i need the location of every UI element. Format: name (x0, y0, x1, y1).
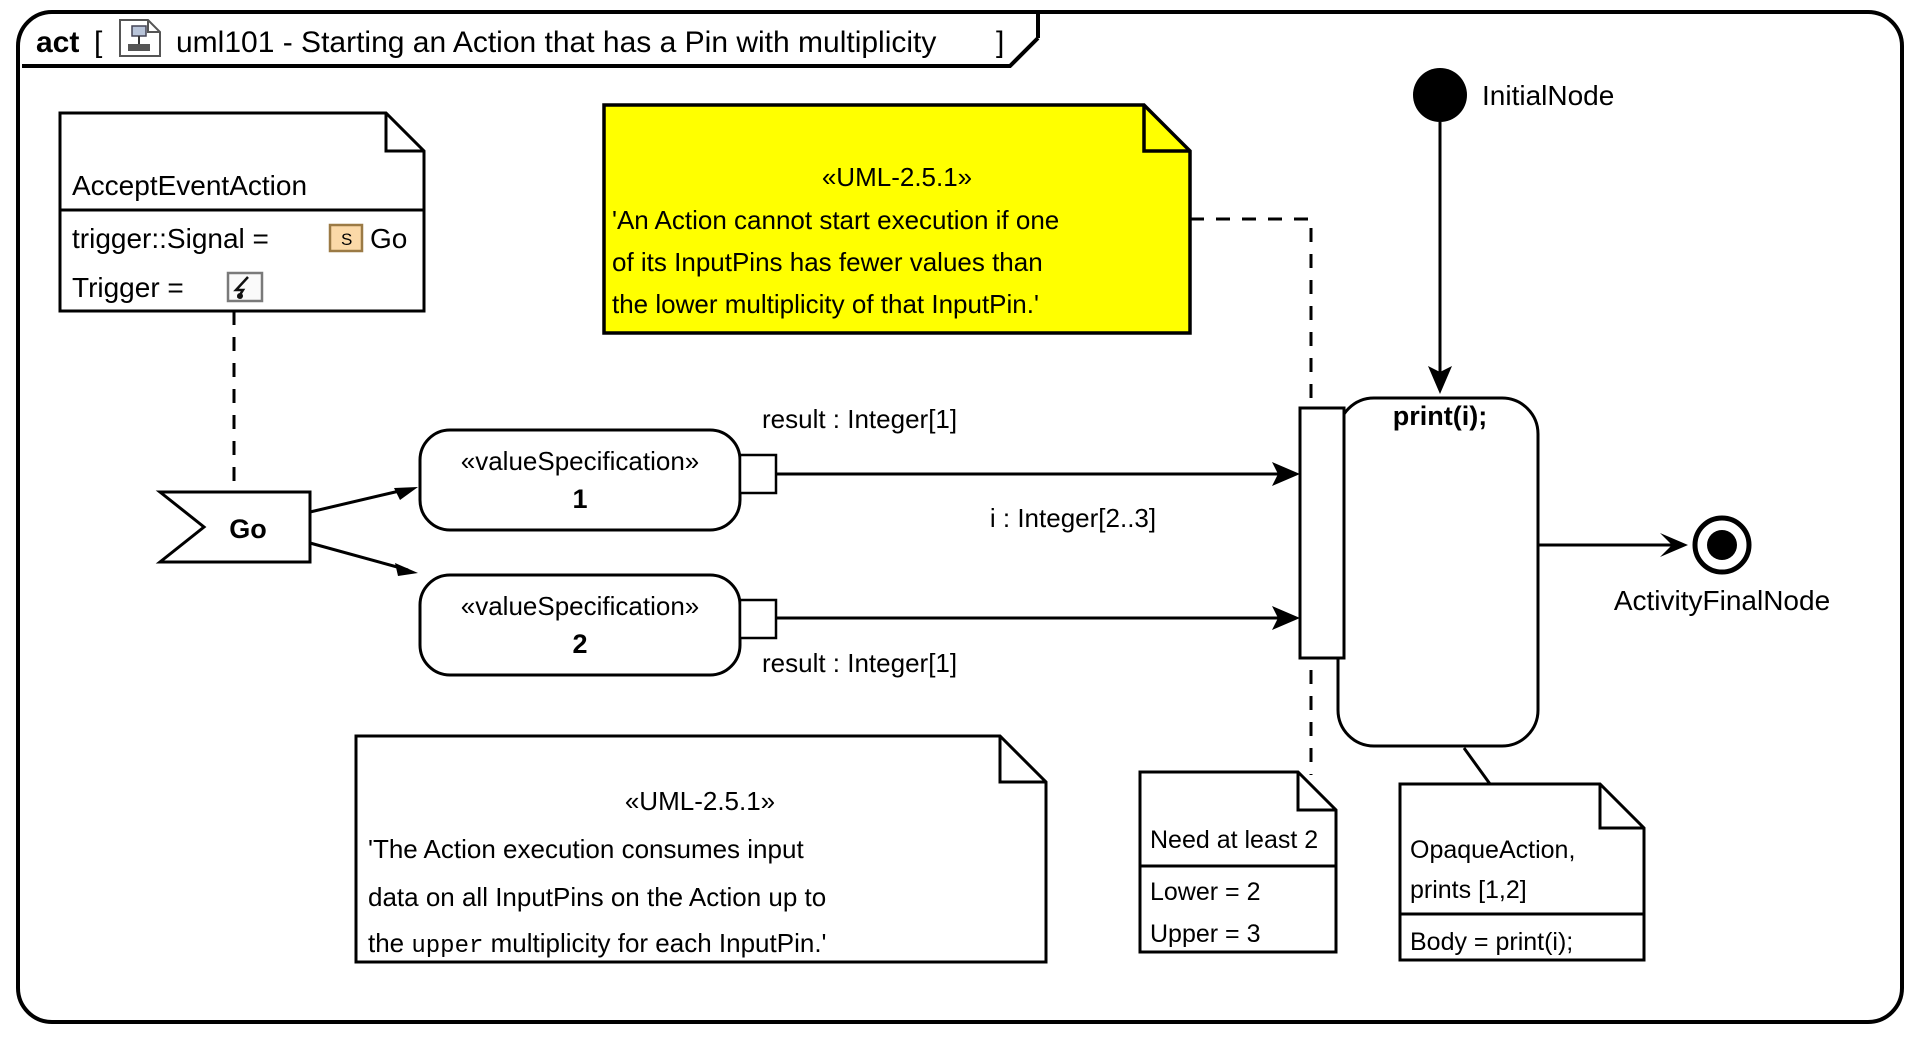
accept-event-action-note[interactable]: AcceptEventAction trigger::Signal = S Go… (58, 111, 426, 313)
initial-node-label: InitialNode (1482, 80, 1614, 111)
accept-event-row-0-value: Go (370, 223, 407, 254)
initial-node-circle (1413, 68, 1467, 122)
valuespec-1-pin-label: result : Integer[1] (762, 404, 957, 434)
yellow-note-line-2: the lower multiplicity of that InputPin.… (612, 289, 1039, 319)
action-body (1336, 396, 1540, 748)
value-specification-node-1[interactable]: «valueSpecification» 1 (418, 428, 778, 532)
control-flow-action-to-final (1538, 533, 1688, 557)
accept-event-row-1-label: Trigger = (72, 272, 184, 303)
opaque-note-title-1: OpaqueAction, (1410, 836, 1575, 864)
accept-event-note-body (58, 111, 426, 313)
white-note-body (354, 734, 1048, 964)
white-note-line-3-mono: upper (411, 933, 483, 960)
uml-constraint-note-white[interactable]: «UML-2.5.1» 'The Action execution consum… (354, 734, 1048, 964)
accept-signal-go[interactable]: Go (155, 490, 312, 564)
valuespec-2-output-pin[interactable] (738, 598, 778, 640)
frame-keyword: act (36, 26, 79, 59)
white-note-fold (998, 736, 1046, 784)
valuespec-2-pin-label: result : Integer[1] (762, 648, 957, 678)
accept-event-note-fold (384, 113, 424, 153)
signal-icon: S (328, 223, 364, 253)
accept-event-row-0-label: trigger::Signal = (72, 223, 269, 254)
value-specification-node-2[interactable]: «valueSpecification» 2 (418, 573, 778, 677)
yellow-note-stereotype: «UML-2.5.1» (822, 162, 972, 192)
valuespec-2-stereotype: «valueSpecification» (461, 591, 700, 621)
white-note-line-3-a: the (368, 928, 411, 958)
input-pin-multiplicity-label: i : Integer[2..3] (990, 503, 1156, 533)
frame-bracket-open: [ (94, 26, 103, 59)
white-note-line-3: the upper multiplicity for each InputPin… (368, 928, 827, 960)
opaque-action-print[interactable]: print(i); (1298, 396, 1540, 748)
valuespec-2-body (418, 573, 742, 677)
accept-event-title: AcceptEventAction (72, 170, 307, 201)
opaque-note-title-2: prints [1,2] (1410, 876, 1527, 904)
opaque-note-anchor-line (1462, 747, 1492, 785)
pin-note-fold (1296, 772, 1336, 812)
valuespec-1-body (418, 428, 742, 532)
action-input-pin[interactable] (1298, 406, 1346, 660)
white-note-line-3-b: multiplicity for each InputPin.' (483, 928, 826, 958)
final-node-label: ActivityFinalNode (1614, 585, 1830, 616)
valuespec-2-value: 2 (572, 629, 587, 659)
pin-note-row-1: Upper = 3 (1150, 920, 1261, 948)
pin-note-row-0: Lower = 2 (1150, 878, 1261, 906)
go-label: Go (229, 514, 267, 544)
yellow-note-fold (1142, 105, 1190, 153)
control-flow-go-to-valuespec-1 (309, 487, 418, 514)
yellow-note-body (602, 103, 1192, 335)
opaque-note-fold (1598, 784, 1644, 830)
white-note-line-1: 'The Action execution consumes input (368, 834, 804, 864)
white-note-stereotype: «UML-2.5.1» (625, 786, 775, 816)
pin-multiplicity-note[interactable]: Need at least 2 Lower = 2 Upper = 3 (1138, 770, 1338, 954)
object-flow-2 (776, 606, 1300, 630)
go-shape (155, 490, 312, 564)
trigger-lightning-icon (226, 271, 264, 303)
object-flow-1 (776, 462, 1300, 486)
frame-tab-outline (22, 36, 1040, 68)
yellow-note-line-0: 'An Action cannot start execution if one (612, 205, 1059, 235)
frame-title: uml101 - Starting an Action that has a P… (176, 26, 936, 59)
opaque-note-row-0: Body = print(i); (1410, 928, 1573, 956)
valuespec-1-stereotype: «valueSpecification» (461, 446, 700, 476)
yellow-note-line-1: of its InputPins has fewer values than (612, 247, 1043, 277)
activity-diagram-icon (119, 19, 161, 57)
signal-icon-letter: S (341, 230, 352, 249)
pin-note-body (1138, 770, 1338, 954)
uml-constraint-note-yellow[interactable]: «UML-2.5.1» 'An Action cannot start exec… (602, 103, 1192, 335)
initial-node[interactable] (1413, 68, 1467, 122)
opaque-note-body (1398, 782, 1646, 962)
activity-final-node[interactable] (1692, 515, 1752, 575)
frame-bracket-close: ] (996, 26, 1004, 59)
valuespec-1-output-pin[interactable] (738, 453, 778, 495)
pin-note-title: Need at least 2 (1150, 826, 1318, 854)
valuespec-1-value: 1 (572, 484, 587, 514)
control-flow-go-to-valuespec-2 (309, 541, 418, 576)
opaque-action-note[interactable]: OpaqueAction, prints [1,2] Body = print(… (1398, 782, 1646, 962)
action-label: print(i); (1393, 401, 1487, 431)
control-flow-initial-to-action (1428, 122, 1452, 394)
white-note-line-2: data on all InputPins on the Action up t… (368, 882, 826, 912)
final-node-inner-dot (1707, 530, 1737, 560)
